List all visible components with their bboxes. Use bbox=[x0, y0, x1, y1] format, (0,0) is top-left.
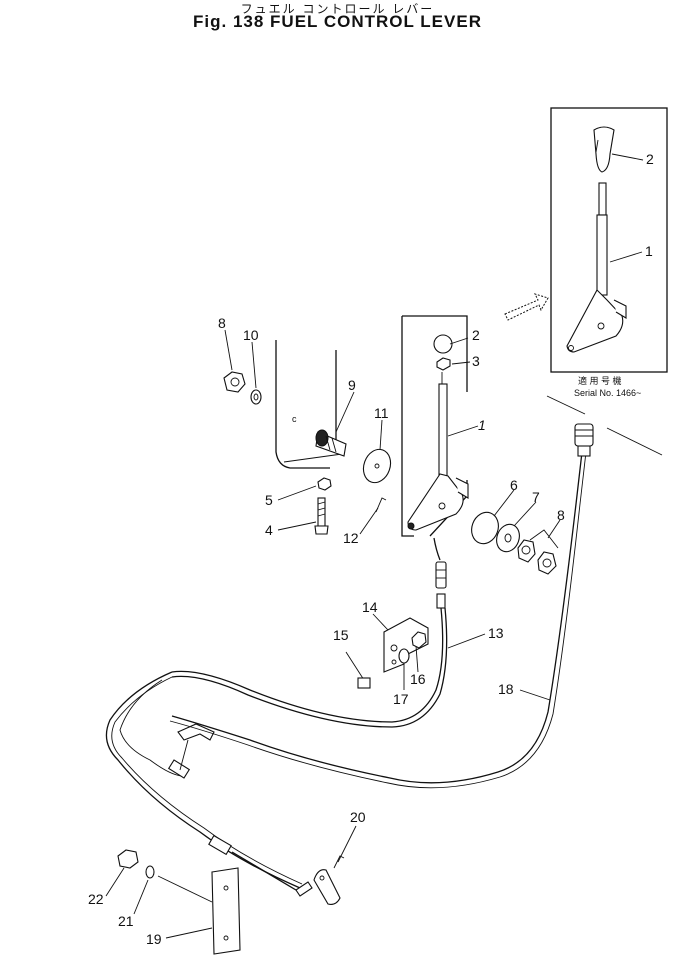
cable-loop bbox=[105, 671, 313, 897]
callout-8-left: 8 bbox=[218, 315, 226, 331]
control-cable-13 bbox=[171, 537, 448, 728]
washer-10 bbox=[250, 389, 262, 405]
callout-21: 21 bbox=[118, 913, 134, 929]
callout-9: 9 bbox=[348, 377, 356, 393]
callout-2: 2 bbox=[472, 327, 480, 343]
cotter-pin-12 bbox=[375, 497, 387, 513]
bolt-4 bbox=[314, 497, 329, 535]
callout-15: 15 bbox=[333, 627, 349, 643]
callout-2-inset: 2 bbox=[646, 151, 654, 167]
plate-19 bbox=[157, 867, 241, 955]
link-20 bbox=[313, 855, 345, 905]
callout-20: 20 bbox=[350, 809, 366, 825]
control-cable-18 bbox=[169, 423, 594, 789]
callout-labels: 2 1 2 3 8 10 9 11 1 5 4 12 6 7 8 14 15 1… bbox=[88, 151, 654, 947]
nut-8-left bbox=[223, 371, 246, 393]
pivot-pin-9 bbox=[315, 429, 347, 457]
main-lever-assembly bbox=[401, 315, 479, 537]
figure-title: Fig. 138 FUEL CONTROL LEVER bbox=[193, 12, 482, 31]
mounting-bracket: c bbox=[275, 340, 343, 469]
callout-6: 6 bbox=[510, 477, 518, 493]
callout-22: 22 bbox=[88, 891, 104, 907]
disc-6 bbox=[471, 511, 499, 545]
bolt-15 bbox=[345, 651, 371, 689]
callout-13: 13 bbox=[488, 625, 504, 641]
callout-1-inset: 1 bbox=[645, 243, 653, 259]
callout-5: 5 bbox=[265, 492, 273, 508]
callout-17: 17 bbox=[393, 691, 409, 707]
callout-3: 3 bbox=[472, 353, 480, 369]
callout-4: 4 bbox=[265, 522, 273, 538]
callout-11: 11 bbox=[374, 405, 389, 421]
title-japanese: フュエル コントロール レバー bbox=[240, 2, 435, 16]
serial-label-jp: 適 用 号 機 bbox=[578, 375, 622, 386]
nut-5 bbox=[317, 477, 332, 491]
callout-1: 1 bbox=[478, 417, 486, 433]
friction-disc-11 bbox=[362, 448, 392, 484]
callout-12: 12 bbox=[343, 530, 359, 546]
inset-lever-assembly bbox=[550, 107, 668, 373]
nut-8-right bbox=[517, 529, 559, 575]
callout-18: 18 bbox=[498, 681, 514, 697]
washer-21 bbox=[145, 865, 155, 879]
callout-14: 14 bbox=[362, 599, 378, 615]
callout-10: 10 bbox=[243, 327, 259, 343]
serial-number-range: Serial No. 1466~ bbox=[574, 388, 641, 398]
bolt-22 bbox=[117, 849, 139, 869]
nut-16 bbox=[411, 631, 427, 649]
callout-16: 16 bbox=[410, 671, 426, 687]
callout-19: 19 bbox=[146, 931, 162, 947]
callout-7: 7 bbox=[532, 489, 540, 505]
svg-text:c: c bbox=[292, 414, 297, 424]
washer-17 bbox=[398, 648, 410, 664]
washer-7 bbox=[496, 523, 520, 553]
leader-lines bbox=[105, 329, 561, 939]
callout-8-right: 8 bbox=[557, 507, 565, 523]
